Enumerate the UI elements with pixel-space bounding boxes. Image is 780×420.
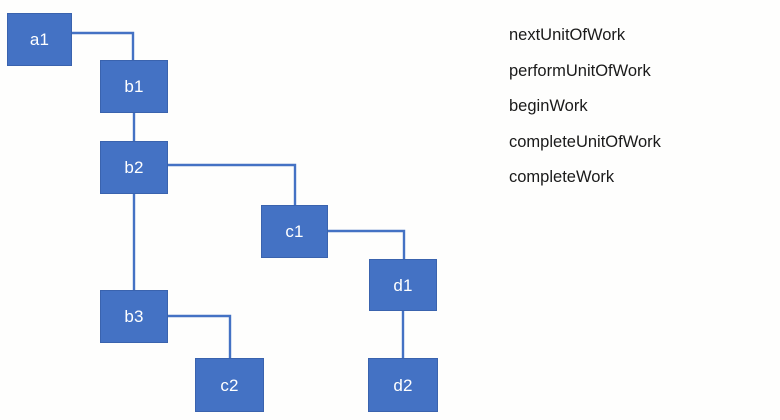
node-label: b3: [124, 307, 144, 326]
node-label: b1: [124, 77, 144, 96]
legend-item: performUnitOfWork: [509, 61, 651, 80]
edge-c1-to-d1: [328, 229, 406, 259]
node-d1[interactable]: d1: [369, 259, 437, 311]
legend-item: completeUnitOfWork: [509, 132, 661, 151]
legend-list: nextUnitOfWork performUnitOfWork beginWork…: [509, 27, 759, 205]
edge-b2-to-c1: [168, 163, 297, 205]
legend-item: nextUnitOfWork: [509, 26, 626, 44]
node-label: c1: [285, 222, 304, 241]
legend-item: beginWork: [509, 97, 588, 115]
edge-a1-to-b1: [72, 31, 135, 60]
node-label: a1: [29, 30, 50, 49]
node-a1[interactable]: a1: [7, 13, 72, 66]
node-c1[interactable]: c1: [261, 205, 328, 258]
node-label: d1: [393, 275, 413, 295]
node-d2[interactable]: d2: [368, 358, 438, 412]
node-b1[interactable]: b1: [100, 60, 168, 113]
edge-b3-to-c2: [168, 314, 232, 358]
node-b2[interactable]: b2: [100, 141, 168, 194]
node-c2[interactable]: c2: [195, 358, 264, 412]
node-label: c2: [220, 375, 239, 395]
node-label: b2: [124, 158, 144, 177]
node-b3[interactable]: b3: [100, 290, 168, 343]
legend-item: completeWork: [509, 168, 615, 186]
node-label: d2: [393, 375, 413, 395]
